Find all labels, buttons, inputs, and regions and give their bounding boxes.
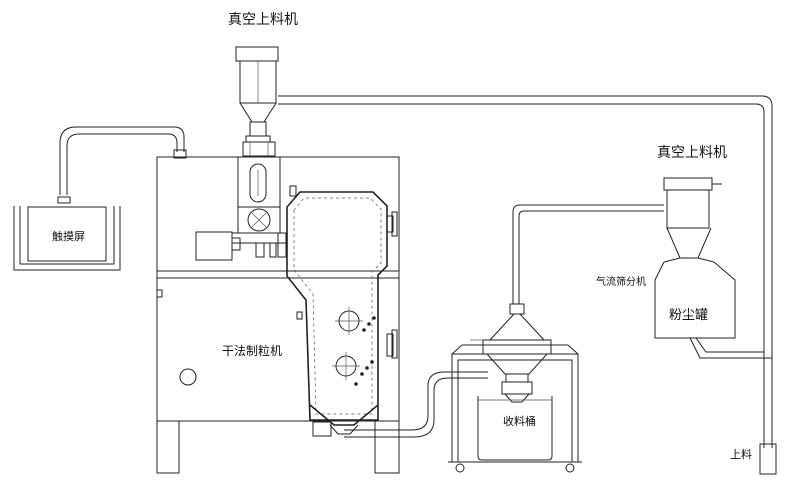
vacuum-loader-top — [235, 46, 279, 157]
feed-pipe — [278, 95, 777, 475]
granulator-bolts — [354, 316, 376, 386]
label-vacuum-loader-top: 真空上料机 — [228, 12, 298, 28]
label-airflow-sieve: 气流筛分机 — [596, 275, 646, 288]
label-dust-tank: 粉尘罐 — [669, 308, 708, 323]
label-collection-bucket: 收料桶 — [503, 414, 536, 428]
label-feeding: 上料 — [730, 447, 752, 461]
collection-frame — [448, 344, 582, 473]
airflow-sieve — [470, 204, 664, 403]
label-dry-granulator: 干法制粒机 — [222, 343, 282, 358]
dry-granulator — [156, 156, 400, 474]
touch-screen — [13, 126, 187, 271]
dust-tank-unit — [654, 177, 772, 359]
label-vacuum-loader-right: 真空上料机 — [657, 145, 727, 161]
discharge-pipe — [344, 371, 488, 438]
label-touch-screen: 触摸屏 — [52, 229, 85, 243]
